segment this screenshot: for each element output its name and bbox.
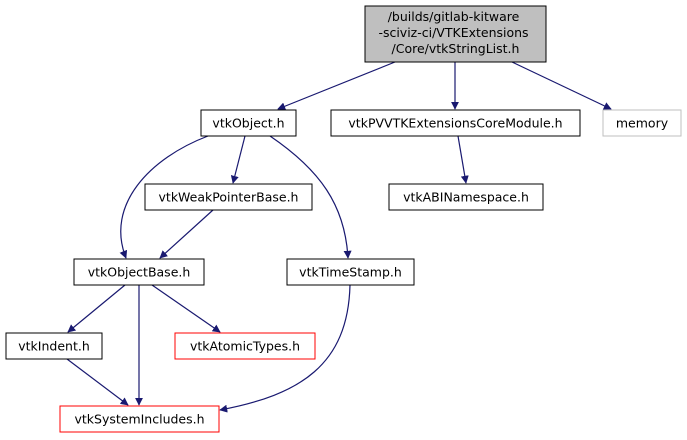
node-core-module[interactable]: vtkPVVTKExtensionsCoreModule.h <box>330 109 581 137</box>
edge-object-base-to-atomic-types <box>151 284 221 333</box>
edge-vtk-object-to-object-base <box>119 135 209 259</box>
node-core-module-label: vtkPVVTKExtensionsCoreModule.h <box>348 116 562 131</box>
edge-object-base-to-indent <box>67 284 126 333</box>
node-atomic-types[interactable]: vtkAtomicTypes.h <box>174 332 316 360</box>
node-weak-pointer-base[interactable]: vtkWeakPointerBase.h <box>144 183 313 211</box>
edges <box>66 61 612 413</box>
node-indent[interactable]: vtkIndent.h <box>5 332 103 360</box>
root-line-1: /builds/gitlab-kitware <box>388 9 520 24</box>
node-indent-label: vtkIndent.h <box>18 339 90 354</box>
node-time-stamp[interactable]: vtkTimeStamp.h <box>286 258 415 286</box>
node-memory: memory <box>602 109 682 137</box>
node-system-includes-label: vtkSystemIncludes.h <box>74 412 204 427</box>
node-vtk-object-label: vtkObject.h <box>212 116 284 131</box>
node-atomic-types-label: vtkAtomicTypes.h <box>190 339 300 354</box>
edge-vtk-object-to-time-stamp <box>269 135 352 259</box>
edge-indent-to-system-includes <box>66 358 129 406</box>
svg-text:/builds/gitlab-kitware: /builds/gitlab-kitware -sciviz-ci/VTKExt… <box>378 9 532 56</box>
edge-vtk-object-to-weak-pointer-base <box>230 135 246 184</box>
node-abi-namespace[interactable]: vtkABINamespace.h <box>388 183 544 211</box>
node-root-file: /builds/gitlab-kitware -sciviz-ci/VTKExt… <box>364 5 547 63</box>
edge-weak-pointer-base-to-object-base <box>159 209 214 259</box>
node-abi-namespace-label: vtkABINamespace.h <box>403 190 529 205</box>
node-system-includes[interactable]: vtkSystemIncludes.h <box>59 405 220 433</box>
root-line-2: -sciviz-ci/VTKExtensions <box>378 25 528 40</box>
node-memory-label: memory <box>616 116 669 131</box>
node-vtk-object[interactable]: vtkObject.h <box>200 109 297 137</box>
edge-root-to-memory <box>511 61 612 110</box>
root-line-3: /Core/vtkStringList.h <box>392 41 520 56</box>
edge-core-module-to-abi-namespace <box>457 135 469 184</box>
edge-root-to-vtk-object <box>277 61 396 111</box>
node-weak-pointer-base-label: vtkWeakPointerBase.h <box>159 190 299 205</box>
node-time-stamp-label: vtkTimeStamp.h <box>299 265 402 280</box>
edge-time-stamp-to-system-includes <box>219 284 351 413</box>
node-object-base-label: vtkObjectBase.h <box>88 265 191 280</box>
node-object-base[interactable]: vtkObjectBase.h <box>73 258 205 286</box>
